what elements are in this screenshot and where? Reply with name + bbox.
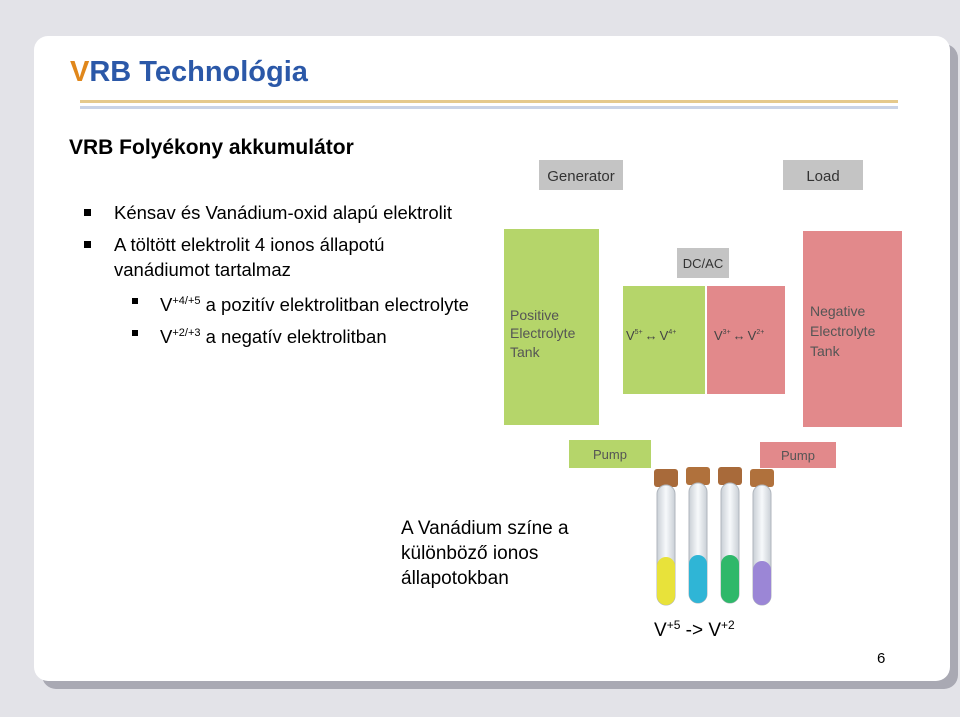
ion-charge: +4/+5 — [172, 295, 201, 307]
page-number: 6 — [877, 650, 886, 667]
sub-bullet-item: V+2/+3 a negatív elektrolitban — [82, 321, 482, 349]
equilibrium-arrow: ↔ — [645, 328, 658, 343]
pump-left-label: Pump — [593, 447, 627, 462]
positive-tank-label-1: Positive — [510, 307, 559, 323]
negative-half-cell — [707, 286, 785, 394]
generator-box — [539, 160, 623, 190]
sub-bullet-text: a pozitív elektrolitban electrolyte — [200, 294, 469, 315]
equilibrium-arrow: ↔ — [733, 328, 746, 343]
slide-subtitle: VRB Folyékony akkumulátor — [69, 136, 354, 159]
positive-tank — [504, 229, 599, 425]
pump-right — [760, 442, 836, 468]
sub-bullet-item: V+4/+5 a pozitív elektrolitban electroly… — [82, 289, 482, 317]
ion-symbol: V — [708, 620, 722, 641]
cork-stopper — [750, 469, 774, 487]
ion-charge: +2 — [721, 618, 735, 632]
slide-title: VRB Technológia — [70, 56, 308, 89]
oxidation-state-formula: V+5 -> V+2 — [654, 618, 735, 642]
test-tube-yellow — [654, 469, 678, 606]
vanadium-color-caption: A Vanádium színe a különböző ionos állap… — [401, 518, 569, 589]
ion-charge: +5 — [666, 618, 681, 632]
positive-half-cell — [623, 286, 705, 394]
negative-reaction: V3+↔V2+ — [714, 328, 764, 343]
title-rule-gold — [80, 100, 898, 103]
vrb-flow-diagram: Generator Load Positive Electrolyte Tank… — [504, 160, 902, 468]
positive-tank-label-2: Electrolyte — [510, 325, 576, 341]
ion-charge: 3+ — [723, 329, 731, 336]
liquid — [753, 561, 771, 605]
formula-arrow: -> — [680, 620, 709, 641]
liquid — [721, 555, 739, 603]
ion-symbol: V — [714, 328, 723, 343]
pump-left — [569, 440, 651, 468]
load-box — [783, 160, 863, 190]
bullet-item: Kénsav és Vanádium-oxid alapú elektrolit — [82, 200, 482, 225]
bullet-item: A töltött elektrolit 4 ionos állapotú va… — [82, 232, 482, 282]
cork-stopper — [718, 467, 742, 485]
bullet-list: Kénsav és Vanádium-oxid alapú elektrolit… — [82, 200, 482, 353]
test-tube-violet — [750, 469, 774, 606]
test-tubes-photo — [654, 467, 774, 606]
ion-charge: 2+ — [756, 329, 764, 336]
ion-symbol: V — [626, 328, 635, 343]
ion-symbol: V — [660, 328, 669, 343]
negative-tank-label-3: Tank — [810, 343, 841, 359]
dcac-box — [677, 248, 729, 278]
cork-stopper — [686, 467, 710, 485]
sub-bullet-text: a negatív elektrolitban — [200, 326, 387, 347]
negative-tank-label-2: Electrolyte — [810, 323, 876, 339]
ion-charge: 5+ — [635, 329, 643, 336]
liquid — [689, 555, 707, 603]
negative-tank — [803, 231, 902, 427]
ion-charge: 4+ — [668, 329, 676, 336]
ion-charge: +2/+3 — [172, 327, 201, 339]
cork-stopper — [654, 469, 678, 487]
title-accent-letter: V — [70, 56, 90, 88]
slide: VRB Technológia VRB Folyékony akkumuláto… — [34, 36, 950, 681]
test-tube-green — [718, 467, 742, 604]
liquid — [657, 557, 675, 605]
ion-symbol: V — [160, 326, 173, 347]
title-text: RB Technológia — [89, 56, 308, 88]
positive-reaction: V5+↔V4+ — [626, 328, 676, 343]
positive-tank-label-3: Tank — [510, 344, 541, 360]
title-rule-blue — [80, 106, 898, 109]
dcac-label: DC/AC — [683, 256, 723, 271]
pump-right-label: Pump — [781, 448, 815, 463]
generator-label: Generator — [547, 168, 615, 185]
ion-symbol: V — [748, 328, 757, 343]
load-label: Load — [806, 168, 839, 185]
ion-symbol: V — [654, 620, 667, 641]
test-tube-blue — [686, 467, 710, 604]
ion-symbol: V — [160, 294, 173, 315]
negative-tank-label-1: Negative — [810, 303, 865, 319]
